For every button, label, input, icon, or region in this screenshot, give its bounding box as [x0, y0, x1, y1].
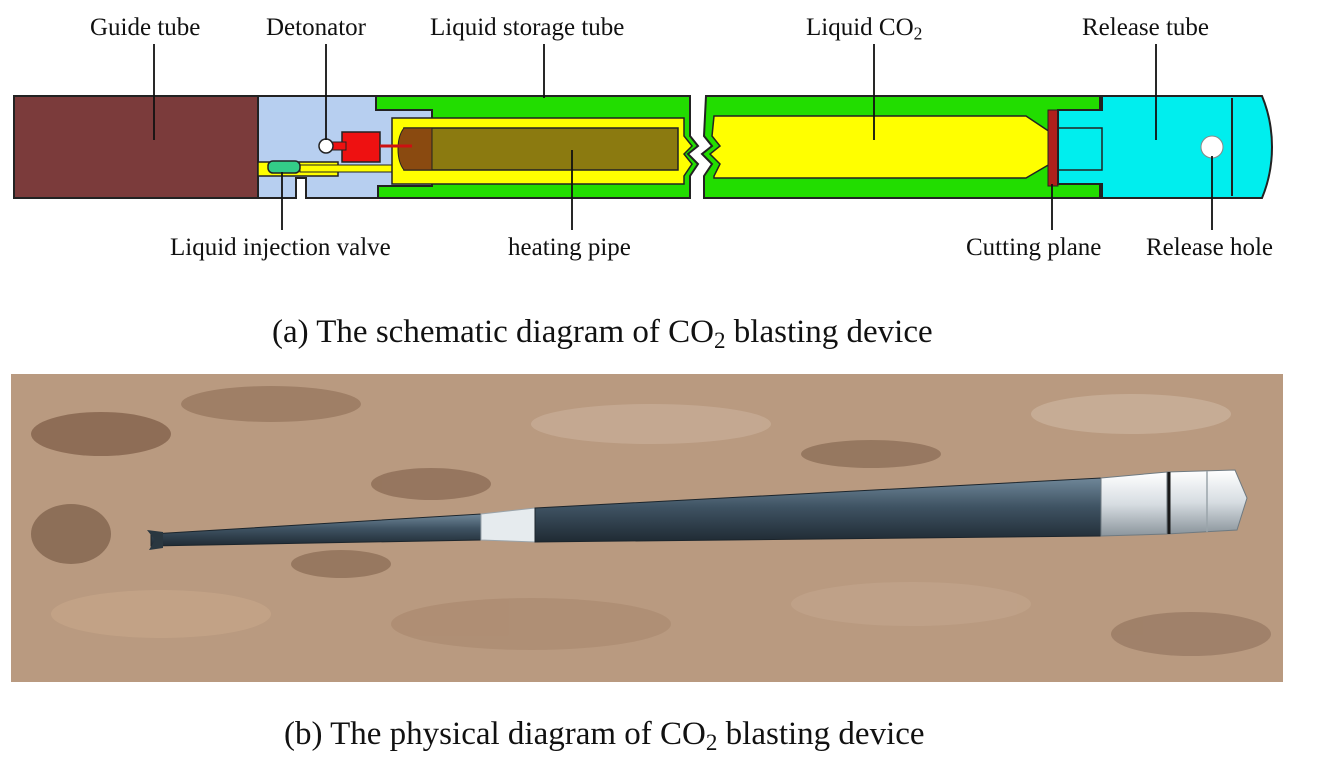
device-release-head [1100, 471, 1168, 537]
caption-photo: (b) The physical diagram of CO2 blasting… [284, 716, 925, 754]
soil-texture [31, 386, 1271, 656]
heating-pipe [403, 127, 679, 171]
detonator-bulb [318, 138, 334, 154]
label-release-tube: Release tube [1082, 14, 1210, 41]
label-liquid-injection-valve: Liquid injection valve [170, 234, 391, 261]
label-liquid-co2: Liquid CO2 [806, 14, 923, 44]
caption-photo-prefix: (b) The physical diagram of CO [284, 716, 706, 752]
caption-schematic-prefix: (a) The schematic diagram of CO [272, 314, 714, 350]
caption-schematic-suffix: blasting device [725, 314, 933, 350]
label-heating-pipe: heating pipe [508, 234, 631, 261]
heating-pipe-cap [397, 127, 433, 171]
label-guide-tube: Guide tube [90, 14, 201, 41]
device-band [480, 507, 536, 543]
liquid-injection-valve [267, 160, 301, 174]
label-liquid-storage-tube: Liquid storage tube [430, 14, 625, 41]
caption-photo-suffix: blasting device [717, 716, 925, 752]
release-tube-inner [1058, 127, 1103, 171]
label-release-hole: Release hole [1146, 234, 1274, 261]
label-liquid-co2-subscript: 2 [913, 23, 923, 44]
release-tube [1057, 95, 1274, 199]
device-tip [147, 530, 163, 550]
caption-schematic-subscript: 2 [713, 326, 726, 353]
caption-schematic: (a) The schematic diagram of CO2 blastin… [272, 314, 933, 352]
label-liquid-co2-text: Liquid CO [806, 14, 914, 41]
detonator [341, 131, 381, 163]
caption-photo-subscript: 2 [705, 728, 718, 755]
liquid-co2-right [708, 115, 1051, 179]
co2-blasting-schematic [13, 44, 1274, 230]
co2-blasting-device-photo [11, 374, 1283, 682]
release-hole [1200, 135, 1224, 159]
cutting-plane [1047, 109, 1059, 187]
label-detonator: Detonator [266, 14, 366, 41]
label-cutting-plane: Cutting plane [966, 234, 1102, 261]
guide-tube [13, 95, 263, 199]
